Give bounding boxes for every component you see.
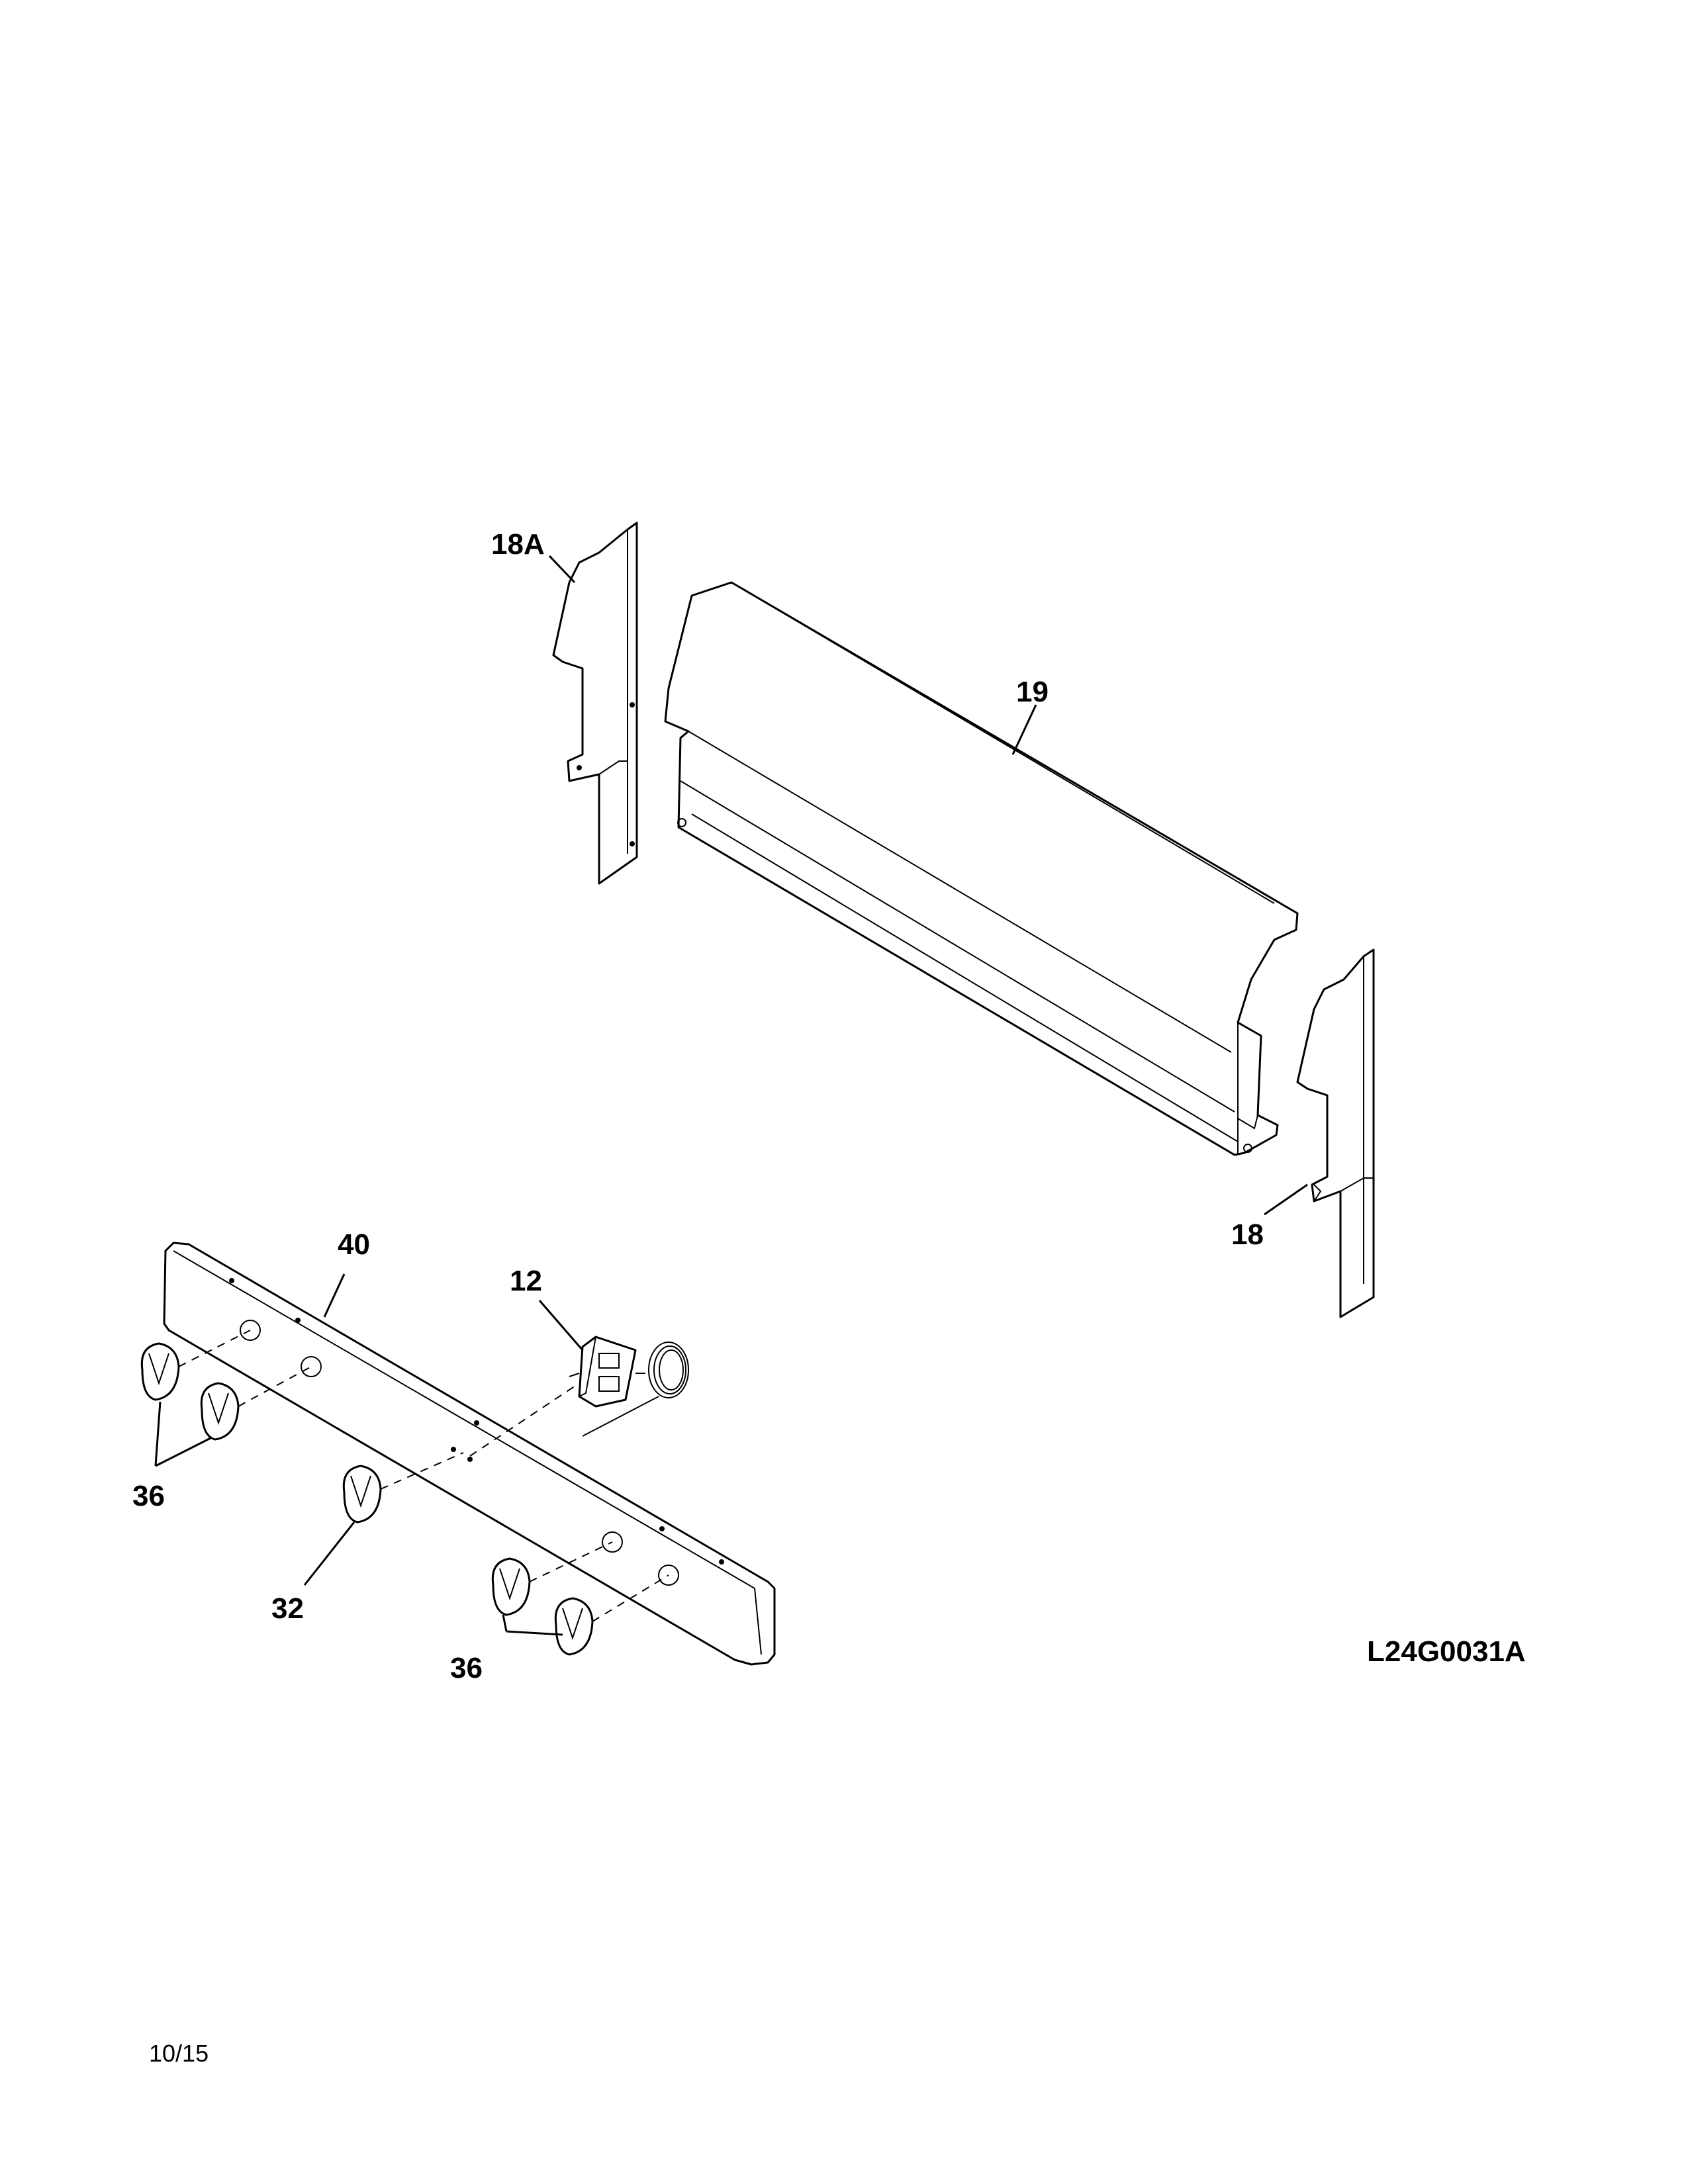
- control-panel: [163, 1242, 776, 1666]
- callout-36-right: 36: [450, 1652, 483, 1684]
- callout-40: 40: [338, 1228, 370, 1261]
- callout-32: 32: [271, 1592, 304, 1625]
- knob-32-center: [342, 1465, 382, 1524]
- knob-36-left-upper: [140, 1342, 180, 1401]
- leader-lines: [154, 555, 1308, 1636]
- callout-19: 19: [1016, 676, 1049, 708]
- backguard-panel: [664, 581, 1299, 1156]
- knob-36-left-lower: [200, 1382, 240, 1441]
- assembly-lines: [178, 1330, 669, 1622]
- callout-18: 18: [1231, 1218, 1264, 1251]
- callout-18a: 18A: [491, 528, 545, 561]
- thermostat: [569, 1336, 689, 1437]
- left-end-bracket: [552, 522, 638, 885]
- right-end-bracket: [1296, 948, 1375, 1318]
- knob-36-right-upper: [491, 1557, 531, 1616]
- callout-36-left: 36: [132, 1480, 165, 1512]
- page-footer: 10/15: [149, 2040, 209, 2067]
- figure-code: L24G0031A: [1367, 1635, 1526, 1668]
- knob-36-right-lower: [554, 1597, 594, 1656]
- callout-12: 12: [510, 1265, 542, 1297]
